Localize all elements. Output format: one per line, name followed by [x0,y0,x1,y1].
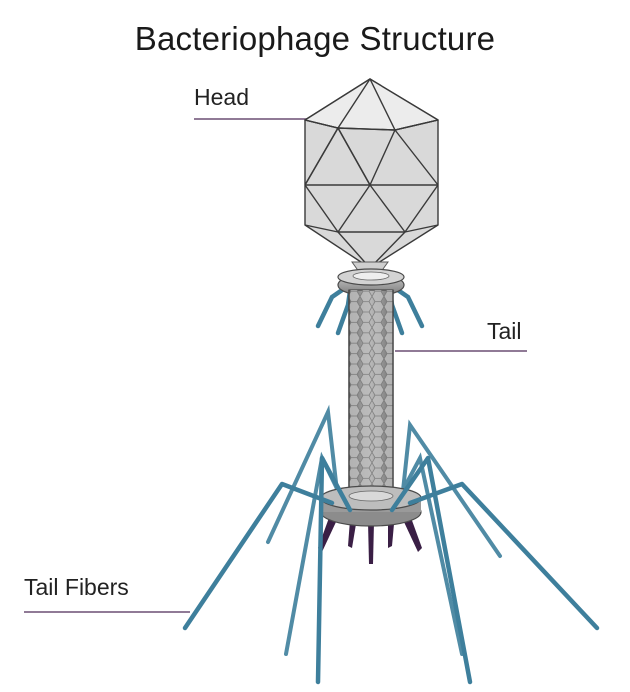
tail-fibers-label: Tail Fibers [24,574,129,600]
diagram-title: Bacteriophage Structure [134,20,496,57]
tail-label: Tail [487,318,522,344]
leader-lines [24,118,527,613]
head-capsid [304,78,439,269]
tail-sheath [348,289,394,495]
tail-fibers-front [182,455,600,685]
head-label: Head [194,84,249,110]
